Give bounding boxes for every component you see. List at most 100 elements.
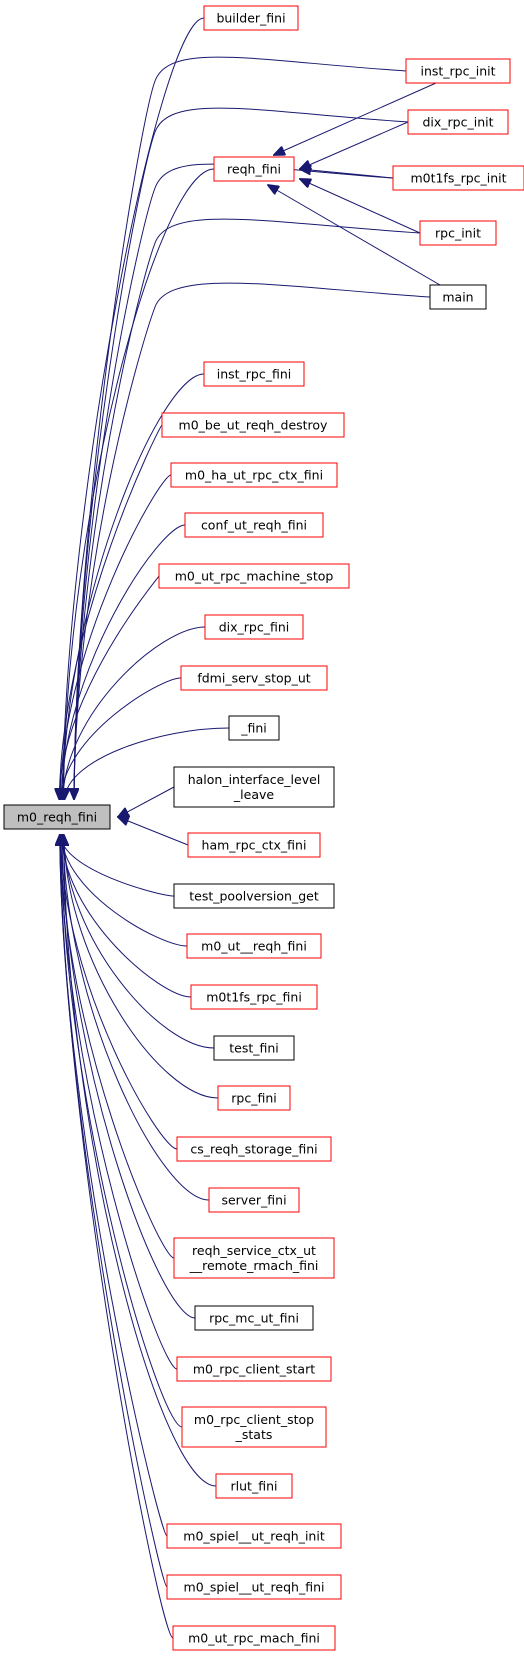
node-label-reqh_service_ctx_ut__remote_rmach_fini: reqh_service_ctx_ut — [192, 1243, 316, 1258]
node-box-m0_ut_rpc_mach_fini — [172, 1625, 336, 1651]
edge-dix_rpc_init-to-reqh_fini — [300, 121, 409, 169]
edge-m0_rpc_client_start-to-m0_reqh_fini — [61, 835, 178, 1370]
node-box-m0_rpc_client_stop_stats — [181, 1406, 327, 1448]
edge-_fini-to-m0_reqh_fini — [65, 727, 230, 799]
node-test_fini[interactable]: test_fini — [213, 1035, 295, 1061]
node-box-main — [429, 284, 487, 310]
edge-rlut_fini-to-m0_reqh_fini — [64, 835, 217, 1487]
edge-m0_ut_rpc_mach_fini-to-m0_reqh_fini — [60, 835, 174, 1639]
node-label-m0_be_ut_reqh_destroy: m0_be_ut_reqh_destroy — [179, 418, 329, 433]
edge-reqh_fini-to-m0_reqh_fini — [64, 168, 215, 799]
node-label-m0t1fs_rpc_init: m0t1fs_rpc_init — [410, 171, 506, 186]
node-m0_reqh_fini[interactable]: m0_reqh_fini — [3, 804, 111, 830]
node-dix_rpc_fini[interactable]: dix_rpc_fini — [204, 614, 304, 640]
node-cs_reqh_storage_fini[interactable]: cs_reqh_storage_fini — [176, 1136, 332, 1162]
node-label-dix_rpc_fini: dix_rpc_fini — [219, 620, 290, 635]
node-m0t1fs_rpc_fini[interactable]: m0t1fs_rpc_fini — [190, 984, 318, 1010]
edge-server_fini-to-m0_reqh_fini — [63, 835, 210, 1201]
node-label-m0t1fs_rpc_fini: m0t1fs_rpc_fini — [206, 990, 302, 1005]
edge-main-to-reqh_fini — [268, 185, 441, 286]
node-rpc_fini[interactable]: rpc_fini — [217, 1085, 291, 1111]
node-label-main: main — [442, 290, 473, 305]
edge-m0_ut__reqh_fini-to-m0_reqh_fini — [61, 835, 188, 947]
node-box-rpc_fini — [217, 1085, 291, 1111]
node-label-m0_reqh_fini: m0_reqh_fini — [17, 810, 97, 825]
node-label-cs_reqh_storage_fini: cs_reqh_storage_fini — [190, 1142, 317, 1157]
node-inst_rpc_fini[interactable]: inst_rpc_fini — [203, 361, 305, 387]
node-m0_ut_rpc_mach_fini[interactable]: m0_ut_rpc_mach_fini — [172, 1625, 336, 1651]
node-label-test_poolversion_get: test_poolversion_get — [189, 889, 319, 904]
edge-rpc_fini-to-m0_reqh_fini — [64, 835, 219, 1099]
node-box-test_fini — [213, 1035, 295, 1061]
node-box-cs_reqh_storage_fini — [176, 1136, 332, 1162]
edge-dix_rpc_fini-to-m0_reqh_fini — [63, 626, 206, 799]
node-box-m0_rpc_client_start — [176, 1356, 332, 1382]
node-label-fdmi_serv_stop_ut: fdmi_serv_stop_ut — [197, 671, 310, 686]
node-label-inst_rpc_init: inst_rpc_init — [420, 64, 495, 79]
node-label-dix_rpc_init: dix_rpc_init — [422, 115, 493, 130]
node-main[interactable]: main — [429, 284, 487, 310]
edge-m0_ut_rpc_machine_stop-to-m0_reqh_fini — [59, 575, 160, 799]
edge-dix_rpc_init-to-m0_reqh_fini — [74, 107, 409, 799]
node-box-builder_fini — [203, 5, 299, 31]
node-box-rlut_fini — [215, 1473, 293, 1499]
edge-ham_rpc_ctx_fini-to-m0_reqh_fini — [118, 817, 189, 846]
node-box-m0_spiel__ut_reqh_fini — [166, 1574, 342, 1600]
edge-fdmi_serv_stop_ut-to-m0_reqh_fini — [61, 677, 182, 799]
node-label-inst_rpc_fini: inst_rpc_fini — [217, 367, 292, 382]
node-inst_rpc_init[interactable]: inst_rpc_init — [405, 58, 511, 84]
node-label-m0_rpc_client_start: m0_rpc_client_start — [193, 1362, 315, 1377]
edge-m0_ha_ut_rpc_ctx_fini-to-m0_reqh_fini — [60, 474, 172, 799]
node-m0_rpc_client_start[interactable]: m0_rpc_client_start — [176, 1356, 332, 1382]
node-label-m0_ut_rpc_mach_fini: m0_ut_rpc_mach_fini — [188, 1631, 320, 1646]
edge-m0_rpc_client_stop_stats-to-m0_reqh_fini — [61, 835, 183, 1428]
node-label-conf_ut_reqh_fini: conf_ut_reqh_fini — [201, 518, 307, 533]
node-fdmi_serv_stop_ut[interactable]: fdmi_serv_stop_ut — [180, 665, 328, 691]
node-label-rlut_fini: rlut_fini — [231, 1479, 278, 1494]
node-_fini[interactable]: _fini — [228, 715, 280, 741]
edge-inst_rpc_fini-to-m0_reqh_fini — [63, 373, 205, 799]
edge-rpc_mc_ut_fini-to-m0_reqh_fini — [62, 835, 196, 1319]
node-reqh_fini[interactable]: reqh_fini — [213, 156, 295, 182]
node-test_poolversion_get[interactable]: test_poolversion_get — [173, 883, 335, 909]
node-dix_rpc_init[interactable]: dix_rpc_init — [407, 109, 509, 135]
edge-test_poolversion_get-to-m0_reqh_fini — [60, 835, 175, 897]
node-box-conf_ut_reqh_fini — [184, 512, 324, 538]
node-m0_spiel__ut_reqh_init[interactable]: m0_spiel__ut_reqh_init — [166, 1523, 342, 1549]
node-m0_ha_ut_rpc_ctx_fini[interactable]: m0_ha_ut_rpc_ctx_fini — [170, 462, 338, 488]
node-label-m0_spiel__ut_reqh_init: m0_spiel__ut_reqh_init — [183, 1529, 325, 1544]
node-box-inst_rpc_fini — [203, 361, 305, 387]
node-label-m0_ut__reqh_fini: m0_ut__reqh_fini — [201, 939, 307, 954]
node-m0_be_ut_reqh_destroy[interactable]: m0_be_ut_reqh_destroy — [161, 412, 345, 438]
node-box-halon_interface_level_leave — [173, 766, 335, 808]
node-rpc_mc_ut_fini[interactable]: rpc_mc_ut_fini — [194, 1305, 314, 1331]
node-m0_spiel__ut_reqh_fini[interactable]: m0_spiel__ut_reqh_fini — [166, 1574, 342, 1600]
node-server_fini[interactable]: server_fini — [208, 1187, 300, 1213]
node-m0_ut__reqh_fini[interactable]: m0_ut__reqh_fini — [186, 933, 322, 959]
node-m0_rpc_client_stop_stats[interactable]: m0_rpc_client_stop_stats — [181, 1406, 327, 1448]
node-label-m0_ha_ut_rpc_ctx_fini: m0_ha_ut_rpc_ctx_fini — [185, 468, 323, 483]
node-builder_fini[interactable]: builder_fini — [203, 5, 299, 31]
edges-layer — [59, 17, 441, 1639]
node-label-m0_ut_rpc_machine_stop: m0_ut_rpc_machine_stop — [175, 569, 334, 584]
node-m0t1fs_rpc_init[interactable]: m0t1fs_rpc_init — [392, 165, 524, 191]
node-halon_interface_level_leave[interactable]: halon_interface_level_leave — [173, 766, 335, 808]
edge-m0t1fs_rpc_fini-to-m0_reqh_fini — [62, 835, 192, 998]
node-conf_ut_reqh_fini[interactable]: conf_ut_reqh_fini — [184, 512, 324, 538]
node-label-test_fini: test_fini — [229, 1041, 279, 1056]
node-rlut_fini[interactable]: rlut_fini — [215, 1473, 293, 1499]
node-box-inst_rpc_init — [405, 58, 511, 84]
node-ham_rpc_ctx_fini[interactable]: ham_rpc_ctx_fini — [187, 832, 321, 858]
edge-builder_fini-to-m0_reqh_fini — [63, 17, 205, 799]
node-box-reqh_fini — [213, 156, 295, 182]
node-label-m0_rpc_client_stop_stats: m0_rpc_client_stop — [194, 1412, 314, 1427]
node-reqh_service_ctx_ut__remote_rmach_fini[interactable]: reqh_service_ctx_ut__remote_rmach_fini — [173, 1237, 335, 1279]
node-box-_fini — [228, 715, 280, 741]
node-rpc_init[interactable]: rpc_init — [419, 220, 497, 246]
node-box-rpc_mc_ut_fini — [194, 1305, 314, 1331]
node-label-rpc_mc_ut_fini: rpc_mc_ut_fini — [209, 1311, 299, 1326]
node-box-m0t1fs_rpc_init — [392, 165, 524, 191]
edge-cs_reqh_storage_fini-to-m0_reqh_fini — [61, 835, 178, 1150]
node-m0_ut_rpc_machine_stop[interactable]: m0_ut_rpc_machine_stop — [158, 563, 350, 589]
